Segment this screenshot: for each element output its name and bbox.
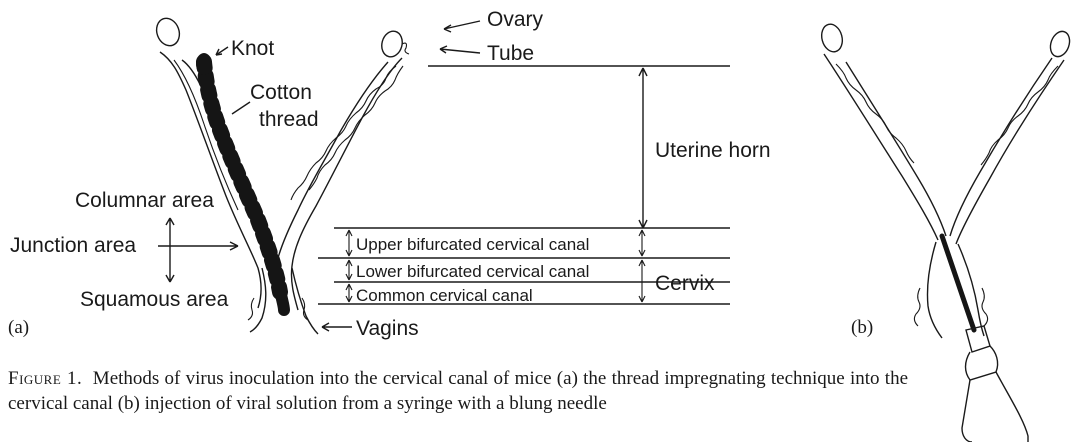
- upper-canal-right-arrow: [639, 230, 645, 256]
- ovary-arrow: [444, 21, 480, 32]
- syringe-hub: [966, 326, 990, 352]
- syringe-neck: [966, 346, 998, 380]
- label-upper-canal: Upper bifurcated cervical canal: [356, 235, 589, 254]
- left-horn-inner-b: [846, 62, 946, 236]
- left-ovary-b: [819, 22, 846, 54]
- figure-caption: Figure 1. Methods of virus inoculation i…: [8, 366, 908, 416]
- common-canal-arrow: [346, 284, 352, 302]
- right-horn-outer-b: [956, 60, 1064, 244]
- label-ovary: Ovary: [487, 8, 544, 31]
- area-vertical-arrow: [166, 218, 174, 282]
- cervix-left-wall-b: [927, 242, 942, 338]
- caption-figure-label: Figure 1.: [8, 368, 82, 389]
- horn-range-arrow: [639, 68, 647, 228]
- left-ovary-a: [153, 15, 183, 49]
- label-vagina: Vagins: [356, 317, 419, 340]
- thread-knot: [196, 53, 212, 75]
- upper-canal-arrow: [346, 230, 352, 256]
- right-ovary-a: [379, 29, 405, 59]
- label-tube: Tube: [487, 42, 534, 65]
- right-tube-coil-a: [402, 43, 409, 54]
- panel-label-b: (b): [851, 317, 873, 338]
- label-cervix: Cervix: [655, 272, 715, 295]
- caption-text: Methods of virus inoculation into the ce…: [8, 368, 908, 414]
- vagina-arrow: [322, 323, 352, 331]
- label-uterine-horn: Uterine horn: [655, 139, 771, 162]
- label-junction-area: Junction area: [10, 234, 136, 257]
- label-common-canal: Common cervical canal: [356, 286, 533, 305]
- blunt-needle: [942, 236, 974, 330]
- label-cotton: Cotton: [250, 81, 312, 104]
- thread-leader: [232, 102, 250, 114]
- syringe-barrel-left: [962, 380, 972, 442]
- label-columnar-area: Columnar area: [75, 189, 214, 212]
- tube-arrow: [440, 46, 480, 53]
- label-knot: Knot: [231, 37, 274, 60]
- lower-canal-arrow: [346, 260, 352, 280]
- right-horn-inner-b: [950, 58, 1052, 236]
- label-lower-canal: Lower bifurcated cervical canal: [356, 262, 589, 281]
- panel-label-a: (a): [8, 317, 29, 338]
- label-thread: thread: [259, 108, 319, 131]
- left-horn-outer-b: [824, 54, 938, 240]
- cervix-range-arrow: [639, 260, 645, 302]
- label-squamous-area: Squamous area: [80, 288, 229, 311]
- right-ovary-b: [1047, 29, 1073, 60]
- syringe-barrel-right: [996, 372, 1028, 442]
